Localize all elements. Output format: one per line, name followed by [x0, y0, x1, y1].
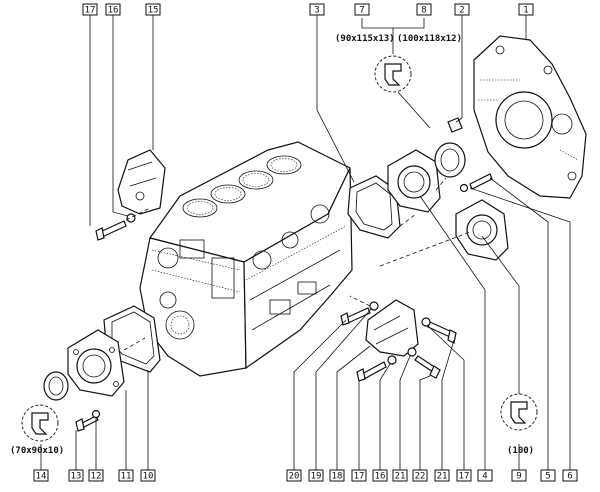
svg-text:13: 13: [71, 472, 82, 482]
washer-part-12: [91, 409, 101, 419]
callout-18: 18: [329, 469, 345, 482]
callout-7: 7: [354, 3, 370, 16]
seal-section-detail-rear-top: [374, 55, 412, 93]
svg-text:5: 5: [545, 472, 550, 482]
callout-17-bottom-b: 17: [456, 469, 472, 482]
callout-19: 19: [308, 469, 324, 482]
dimension-label-seal-rear-b: (100x118x12): [397, 34, 462, 44]
bolt-part-17-top: [95, 220, 127, 241]
svg-text:12: 12: [91, 472, 102, 482]
callout-3: 3: [309, 3, 325, 16]
svg-text:15: 15: [148, 6, 159, 16]
svg-text:8: 8: [421, 6, 426, 16]
svg-text:21: 21: [395, 472, 406, 482]
callout-15: 15: [145, 3, 161, 16]
callout-17-top: 17: [82, 3, 98, 16]
bolt-part-17-right: [427, 321, 457, 344]
seal-housing-part-9: [455, 199, 509, 261]
oil-seal-part-14: [43, 371, 69, 401]
callout-2: 2: [454, 3, 470, 16]
callout-9: 9: [511, 469, 527, 482]
callout-22: 22: [412, 469, 428, 482]
dimension-label-seal-rear-a: (90x115x13): [335, 34, 395, 44]
bracket-part-15: [117, 149, 166, 215]
callout-16-bottom: 16: [372, 469, 388, 482]
svg-text:19: 19: [311, 472, 322, 482]
callout-21-bottom-b: 21: [434, 469, 450, 482]
svg-text:20: 20: [289, 472, 300, 482]
bolt-part-17-bottom: [356, 361, 387, 382]
engine-block: [139, 141, 353, 377]
callout-10: 10: [140, 469, 156, 482]
washer-part-16-bottom: [387, 355, 397, 365]
callout-11: 11: [118, 469, 134, 482]
svg-text:2: 2: [459, 6, 464, 16]
seal-section-detail-front: [21, 404, 59, 442]
bolt-part-5-6: [459, 173, 493, 193]
callout-1: 1: [518, 3, 534, 16]
svg-text:10: 10: [143, 472, 154, 482]
callout-12: 12: [88, 469, 104, 482]
seal-housing-part-4: [387, 149, 441, 213]
svg-text:22: 22: [415, 472, 426, 482]
svg-text:9: 9: [516, 472, 521, 482]
svg-text:17: 17: [354, 472, 365, 482]
svg-text:16: 16: [375, 472, 386, 482]
svg-text:4: 4: [482, 472, 487, 482]
seal-housing-part-11: [67, 329, 125, 397]
callout-13: 13: [68, 469, 84, 482]
washer-part-21-bottom: [407, 347, 417, 357]
svg-text:14: 14: [36, 472, 47, 482]
dimension-label-seal-front: (70x90x10): [10, 446, 64, 456]
svg-text:11: 11: [121, 472, 132, 482]
callout-8: 8: [416, 3, 432, 16]
screw-part-13: [75, 415, 99, 432]
callout-14: 14: [33, 469, 49, 482]
svg-text:17: 17: [85, 6, 96, 16]
svg-text:1: 1: [523, 6, 528, 16]
callout-6: 6: [562, 469, 578, 482]
svg-text:18: 18: [332, 472, 343, 482]
svg-text:17: 17: [459, 472, 470, 482]
washer-part-21-right: [421, 317, 431, 327]
svg-text:21: 21: [437, 472, 448, 482]
gasket-part-3: [347, 175, 401, 239]
bolt-part-22: [414, 355, 441, 379]
dimension-label-seal-rear-c: (100): [507, 446, 534, 456]
callout-17-bottom-a: 17: [351, 469, 367, 482]
seal-section-detail-rear-bottom: [500, 393, 538, 431]
flywheel-housing-part-1: [473, 35, 587, 199]
callout-21-bottom-a: 21: [392, 469, 408, 482]
leader-lines: [40, 14, 571, 470]
plug-part-2: [447, 117, 463, 133]
callout-16-top: 16: [105, 3, 121, 16]
svg-text:6: 6: [567, 472, 572, 482]
svg-text:16: 16: [108, 6, 119, 16]
callout-20: 20: [286, 469, 302, 482]
svg-text:7: 7: [359, 6, 364, 16]
callout-5: 5: [540, 469, 556, 482]
bolt-part-20: [340, 307, 371, 326]
washer-part-16-top: [126, 213, 136, 223]
oil-seal-part-7-8: [434, 142, 466, 178]
callout-4: 4: [477, 469, 493, 482]
svg-text:3: 3: [314, 6, 319, 16]
